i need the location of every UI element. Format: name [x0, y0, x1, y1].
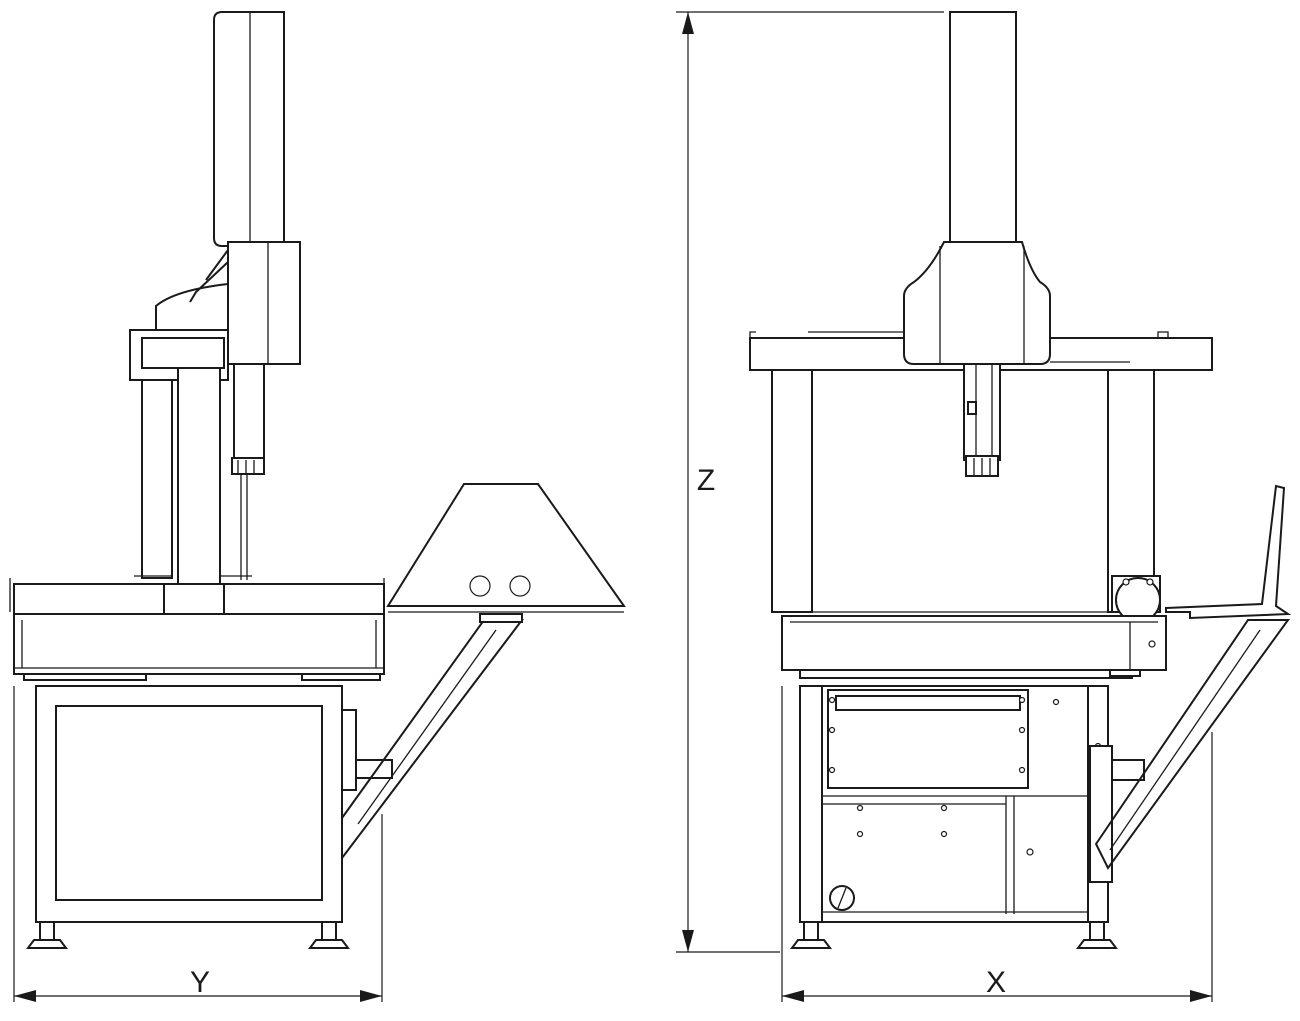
front-probe	[963, 363, 1001, 477]
front-tray-arm	[1089, 484, 1292, 883]
side-feet	[26, 921, 350, 949]
side-view: Y	[9, 11, 626, 1002]
front-view: X	[749, 11, 1292, 1002]
y-dimension: Y	[13, 686, 383, 1002]
side-z-ram	[213, 11, 285, 247]
front-cabinet	[799, 685, 1109, 923]
x-dimension: X	[781, 686, 1213, 1002]
x-dimension-label: X	[986, 966, 1006, 999]
side-columns	[134, 367, 252, 613]
front-motor	[1111, 575, 1161, 623]
y-dimension-label: Y	[190, 966, 210, 999]
front-table	[781, 615, 1167, 679]
side-tray-arm	[341, 483, 626, 861]
side-table	[9, 578, 385, 681]
side-cabinet	[35, 685, 357, 923]
side-probe	[231, 363, 265, 580]
front-feet	[790, 921, 1118, 949]
front-z-ram	[949, 11, 1017, 245]
front-legs	[771, 369, 1155, 613]
side-carriage	[129, 241, 301, 381]
front-carriage	[903, 241, 1051, 365]
z-dimension: Z	[676, 11, 944, 953]
z-dimension-label: Z	[697, 464, 715, 497]
